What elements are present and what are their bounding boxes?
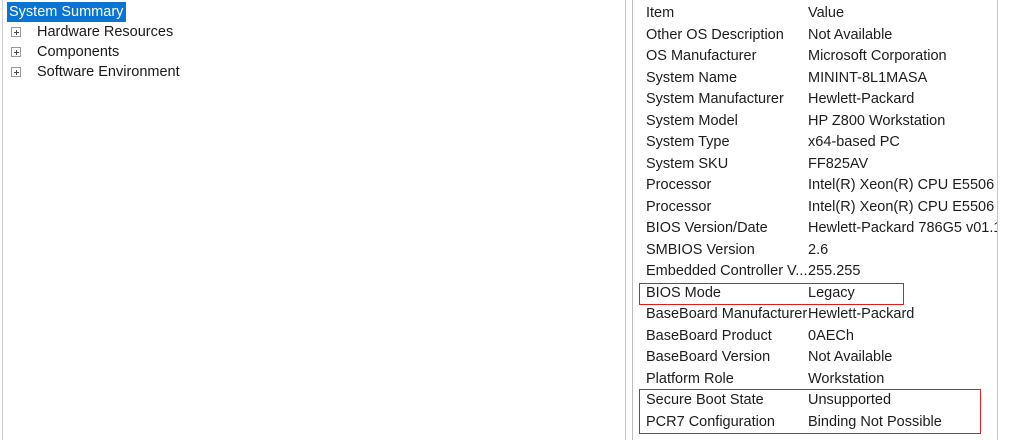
details-row[interactable]: System Manufacturer Hewlett-Packard: [636, 89, 997, 111]
details-row-value: Hewlett-Packard: [808, 306, 915, 322]
details-row-item: Processor: [646, 198, 712, 215]
details-row-value: FF825AV: [808, 155, 869, 172]
details-row[interactable]: SMBIOS Version 2.6: [636, 240, 997, 262]
plus-expand-icon[interactable]: [11, 67, 21, 77]
expander-wrap: [11, 67, 35, 77]
plus-expand-icon[interactable]: [11, 27, 21, 37]
details-row-item: System Manufacturer: [646, 91, 784, 107]
details-row-value: x64-based PC: [808, 134, 900, 150]
details-row-item: BaseBoard Version: [646, 349, 771, 365]
tree-item-label: Hardware Resources: [37, 24, 174, 40]
details-row[interactable]: System Type x64-based PC: [636, 132, 997, 154]
tree-item-label: Components: [37, 44, 120, 60]
details-row[interactable]: System Name MININT-8L1MASA: [636, 68, 997, 90]
details-row[interactable]: OS Manufacturer Microsoft Corporation: [636, 46, 997, 68]
details-row-value: Not Available: [808, 26, 893, 43]
details-row-value: Unsupported: [808, 392, 892, 408]
details-row-value: HP Z800 Workstation: [808, 112, 946, 129]
details-row-item: System Name: [646, 69, 738, 86]
details-row[interactable]: Secure Boot State Unsupported: [636, 390, 997, 412]
details-column-header[interactable]: Item Value: [636, 3, 997, 25]
details-row[interactable]: BaseBoard Version Not Available: [636, 347, 997, 369]
splitter-line-right: [632, 0, 633, 440]
details-row-item: BIOS Version/Date: [646, 220, 768, 236]
details-row[interactable]: Embedded Controller V...255.255: [636, 261, 997, 283]
details-row-value: MININT-8L1MASA: [808, 69, 928, 86]
tree-item-software-environment[interactable]: Software Environment: [3, 62, 620, 82]
details-row[interactable]: Other OS Description Not Available: [636, 25, 997, 47]
details-row-value: Workstation: [808, 370, 885, 387]
details-row-item: PCR7 Configuration: [646, 413, 775, 430]
details-row-item: Processor: [646, 177, 712, 193]
navigation-tree-pane: System Summary Hardware Resources Compon…: [2, 0, 620, 440]
details-row-item: Other OS Description: [646, 26, 784, 43]
tree-item-system-summary[interactable]: System Summary: [3, 2, 620, 22]
details-row-item: SMBIOS Version: [646, 241, 755, 258]
tree-item-label: System Summary: [7, 2, 127, 22]
details-row[interactable]: Processor Intel(R) Xeon(R) CPU E5506: [636, 175, 997, 197]
details-row-value: Hewlett-Packard 786G5 v01.17, 8/: [808, 220, 997, 236]
splitter-line-left: [625, 0, 626, 440]
details-row-item: Embedded Controller V...: [646, 263, 808, 279]
details-row-item: System SKU: [646, 155, 729, 172]
plus-expand-icon[interactable]: [11, 47, 21, 57]
pane-splitter[interactable]: [622, 0, 636, 440]
details-row-item: BaseBoard Manufacturer: [646, 306, 808, 322]
details-row[interactable]: BIOS Version/Date Hewlett-Packard 786G5 v…: [636, 218, 997, 240]
expander-wrap: [11, 27, 35, 37]
details-row-item: BaseBoard Product: [646, 327, 772, 344]
details-row-item: System Type: [646, 134, 730, 150]
details-row[interactable]: Platform Role Workstation: [636, 369, 997, 391]
details-row-item: BIOS Mode: [646, 284, 721, 301]
details-row-value: Not Available: [808, 349, 893, 365]
details-row[interactable]: System Model HP Z800 Workstation: [636, 111, 997, 133]
details-row[interactable]: BaseBoard Product 0AECh: [636, 326, 997, 348]
details-row-item: OS Manufacturer: [646, 48, 757, 64]
details-row[interactable]: System SKU FF825AV: [636, 154, 997, 176]
tree-item-label: Software Environment: [37, 64, 180, 80]
details-row-value: Intel(R) Xeon(R) CPU E5506: [808, 198, 995, 215]
details-row-value: Binding Not Possible: [808, 413, 942, 430]
details-row-item: Secure Boot State: [646, 392, 764, 408]
details-row-item: Platform Role: [646, 370, 734, 387]
expander-wrap: [11, 47, 35, 57]
details-row[interactable]: Processor Intel(R) Xeon(R) CPU E5506: [636, 197, 997, 219]
column-header-item: Item: [646, 5, 675, 21]
column-header-value: Value: [808, 5, 845, 21]
details-row-value: 255.255: [808, 263, 861, 279]
details-row-value: 2.6: [808, 241, 829, 258]
details-row-item: System Model: [646, 112, 738, 129]
details-row-value: 0AECh: [808, 327, 854, 344]
tree-item-hardware-resources[interactable]: Hardware Resources: [3, 22, 620, 42]
details-row-value: Intel(R) Xeon(R) CPU E5506: [808, 177, 995, 193]
tree-list: System Summary Hardware Resources Compon…: [3, 2, 620, 82]
details-row-value: Hewlett-Packard: [808, 91, 915, 107]
tree-item-components[interactable]: Components: [3, 42, 620, 62]
details-row-value: Legacy: [808, 284, 855, 301]
details-row[interactable]: PCR7 Configuration Binding Not Possible: [636, 412, 997, 434]
details-row[interactable]: BIOS Mode Legacy: [636, 283, 997, 305]
details-row-value: Microsoft Corporation: [808, 48, 947, 64]
